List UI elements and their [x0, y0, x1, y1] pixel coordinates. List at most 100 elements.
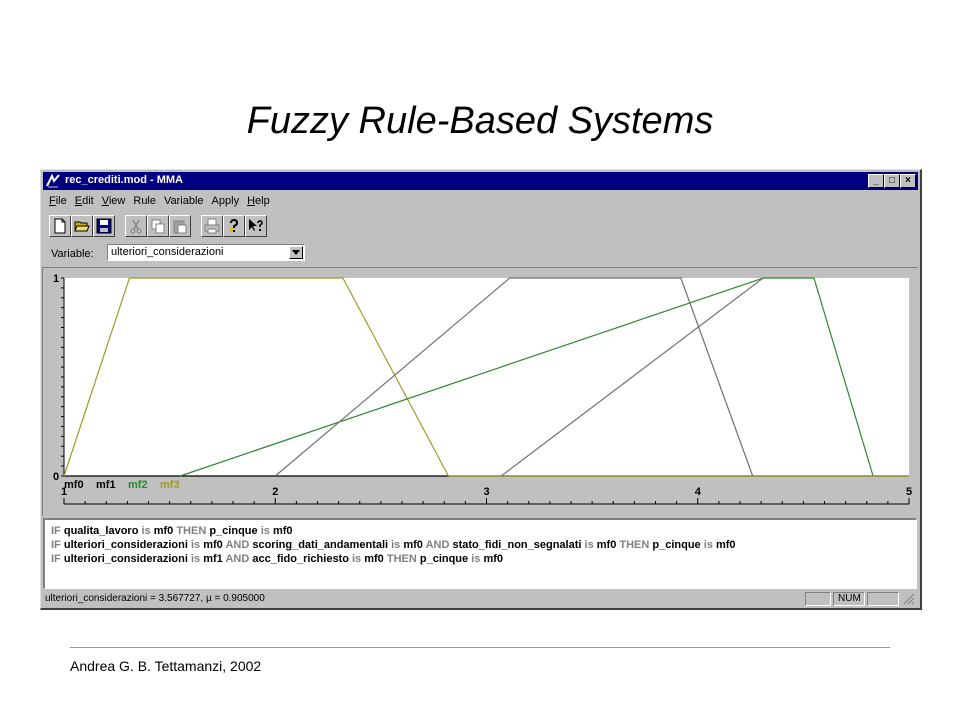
rule-keyword: is — [581, 539, 597, 551]
rule-keyword: IF — [51, 539, 64, 551]
slide-title: Fuzzy Rule-Based Systems — [246, 100, 714, 142]
menu-item-apply[interactable]: Apply — [211, 195, 240, 207]
variable-selected: ulteriori_considerazioni — [111, 246, 224, 258]
rule-term: mf0 — [715, 539, 736, 551]
legend-mf0: mf0 — [64, 479, 84, 491]
rule-keyword: THEN — [383, 553, 420, 565]
rule-keyword: is — [700, 539, 716, 551]
plot-area — [64, 278, 909, 476]
print-button[interactable] — [201, 215, 223, 237]
app-window: rec_crediti.mod - MMA _ □ × File Edit View… — [40, 169, 922, 610]
rule-keyword: IF — [51, 525, 64, 537]
cut-button[interactable] — [125, 215, 147, 237]
legend-mf2: mf2 — [128, 479, 148, 491]
legend-mf3: mf3 — [160, 479, 180, 491]
variable-dropdown[interactable]: ulteriori_considerazioni — [107, 244, 305, 261]
about-button[interactable] — [223, 215, 245, 237]
variable-row: Variable: ulteriori_considerazioni — [41, 241, 920, 267]
paste-button[interactable] — [169, 215, 191, 237]
rule-term: mf0 — [203, 539, 223, 551]
menu-item-variable[interactable]: Variable — [164, 195, 204, 207]
footer-divider — [70, 647, 890, 648]
rule-term: mf0 — [596, 539, 617, 551]
copy-icon — [151, 219, 165, 234]
rule-line[interactable]: IF qualita_lavoro is mf0 THEN p_cinque i… — [51, 524, 916, 538]
close-button[interactable]: × — [900, 174, 916, 188]
dropdown-arrow-button[interactable] — [289, 246, 303, 259]
menu-item-rule[interactable]: Rule — [133, 195, 156, 207]
rule-keyword: THEN — [616, 539, 653, 551]
window-title: rec_crediti.mod - MMA — [65, 174, 183, 186]
rule-keyword: AND — [422, 539, 453, 551]
status-box-empty — [805, 592, 831, 606]
footer-author: Andrea G. B. Tettamanzi, 2002 — [70, 658, 262, 674]
rule-line[interactable]: IF ulteriori_considerazioni is mf0 AND s… — [51, 538, 916, 552]
minimize-button[interactable]: _ — [868, 174, 884, 188]
rule-term: stato_fidi_non_segnalati — [452, 539, 582, 551]
menu-bar: File Edit View Rule Variable Apply Help — [45, 192, 274, 210]
rule-keyword: is — [348, 553, 365, 565]
status-box-empty-2 — [867, 592, 899, 606]
rule-keyword: is — [138, 525, 154, 537]
status-bar: ulteriori_considerazioni = 3.567727, µ =… — [43, 591, 917, 608]
resize-grip-icon[interactable] — [903, 593, 915, 605]
rule-keyword: is — [257, 525, 273, 537]
rule-term: p_cinque — [209, 525, 258, 537]
rule-line[interactable]: IF ulteriori_considerazioni is mf1 AND a… — [51, 552, 916, 566]
app-icon — [46, 173, 60, 188]
series-line-mf2 — [179, 277, 874, 477]
y-tick-label: 1 — [53, 273, 59, 285]
print-icon — [204, 218, 220, 234]
num-lock-indicator: NUM — [833, 592, 865, 606]
about-icon — [230, 218, 239, 232]
series-line — [274, 277, 754, 477]
rule-term: qualita_lavoro — [63, 525, 139, 537]
rule-term: ulteriori_considerazioni — [63, 553, 188, 565]
rule-keyword: is — [388, 539, 404, 551]
rule-keyword: is — [468, 553, 484, 565]
x-tick-label: 1 — [61, 486, 67, 498]
close-icon: × — [905, 175, 911, 186]
menu-item-file[interactable]: File — [49, 195, 67, 207]
rule-keyword: AND — [222, 539, 253, 551]
rule-term: acc_fido_richiesto — [252, 553, 349, 565]
maximize-button[interactable]: □ — [884, 174, 900, 188]
title-bar[interactable]: rec_crediti.mod - MMA _ □ × — [43, 172, 918, 190]
x-tick-label: 4 — [695, 486, 702, 498]
rule-term: mf0 — [364, 553, 384, 565]
rule-term: ulteriori_considerazioni — [63, 539, 188, 551]
copy-button[interactable] — [147, 215, 169, 237]
x-tick-label: 2 — [272, 486, 278, 498]
x-tick-label: 3 — [484, 486, 490, 498]
rule-term: mf0 — [272, 525, 293, 537]
rule-term: mf1 — [203, 553, 223, 565]
open-file-button[interactable] — [71, 215, 93, 237]
rule-term: scoring_dati_andamentali — [252, 539, 389, 551]
cut-icon — [130, 219, 142, 234]
rule-keyword: is — [187, 553, 204, 565]
rule-term: p_cinque — [419, 553, 469, 565]
new-file-icon — [54, 218, 66, 234]
y-tick-label: 0 — [53, 471, 59, 483]
menu-item-edit[interactable]: Edit — [74, 195, 94, 207]
context-help-icon — [249, 219, 263, 231]
rule-term: mf0 — [403, 539, 423, 551]
menu-item-help[interactable]: Help — [247, 195, 270, 207]
x-tick-label: 5 — [906, 486, 912, 498]
new-file-button[interactable] — [49, 215, 71, 237]
series-line — [500, 277, 764, 477]
rule-term: mf0 — [153, 525, 174, 537]
rule-keyword: IF — [51, 553, 64, 565]
rules-panel[interactable]: IF qualita_lavoro is mf0 THEN p_cinque i… — [43, 518, 917, 589]
chevron-down-icon — [292, 250, 300, 255]
rule-term: mf0 — [483, 553, 504, 565]
save-button[interactable] — [93, 215, 115, 237]
menu-item-view[interactable]: View — [101, 195, 126, 207]
context-help-button[interactable] — [245, 215, 267, 237]
legend-mf1: mf1 — [96, 479, 116, 491]
num-label: NUM — [838, 593, 861, 604]
variable-label: Variable: — [51, 248, 94, 260]
rule-term: p_cinque — [652, 539, 701, 551]
